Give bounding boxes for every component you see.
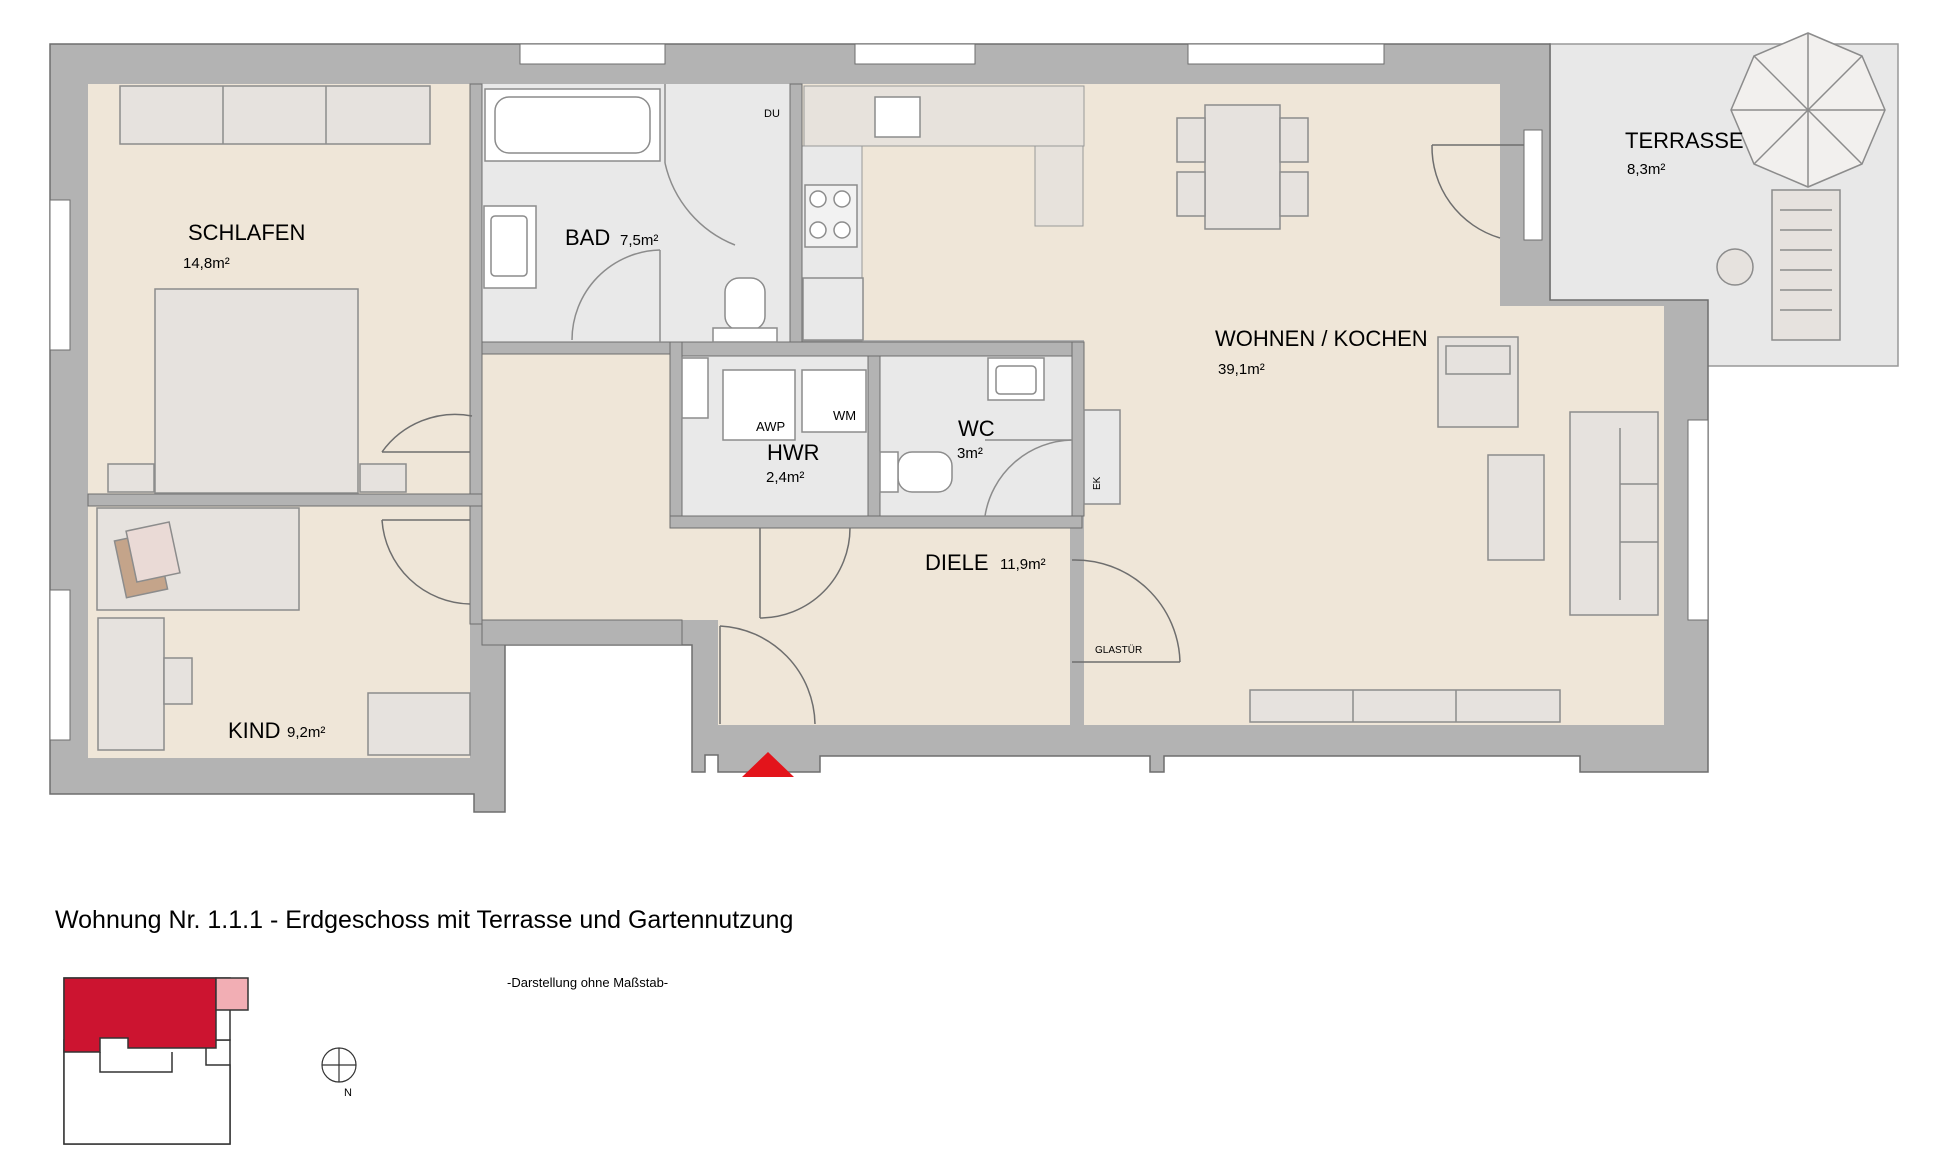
keyplan-terrace [215, 977, 249, 1011]
bed [154, 288, 359, 494]
du-label: DU [764, 108, 780, 120]
wohnen-floor [802, 84, 1664, 725]
wc-fixtures [879, 357, 1121, 517]
interior-walls [87, 83, 1085, 646]
bad-fixtures [483, 84, 778, 343]
wardrobe [119, 85, 431, 145]
kitchen-counter [803, 85, 1085, 147]
hwr-label: HWR [767, 440, 820, 465]
side-table [1716, 248, 1754, 286]
sideboard [1249, 689, 1561, 723]
diele-area: 11,9m² [1000, 556, 1046, 573]
diele-label: DIELE [925, 550, 989, 575]
deck-chair [1771, 189, 1841, 341]
sink [874, 96, 921, 138]
nightstand-left [107, 463, 155, 493]
schlafen-furniture [107, 85, 431, 494]
pillow-front [125, 521, 181, 583]
bad-area: 7,5m² [620, 232, 658, 249]
glastuer-label: GLASTÜR [1095, 644, 1142, 656]
kind-label: KIND [228, 718, 281, 743]
kitchen-fixtures [802, 96, 921, 341]
desk [97, 617, 165, 751]
bad-label: BAD [565, 225, 610, 250]
wc-toilet [897, 451, 953, 493]
hwr-fixtures [681, 357, 867, 441]
kind-furniture [96, 507, 471, 756]
terrasse-label: TERRASSE [1625, 128, 1744, 153]
dining-table [1204, 104, 1281, 230]
dresser [367, 692, 471, 756]
ek-label: EK [1092, 476, 1103, 490]
entry-marker [742, 752, 794, 777]
room-labels: SCHLAFEN 14,8m² BAD 7,5m² DU WOHNEN / KO… [183, 108, 1744, 743]
wm-label: WM [833, 408, 856, 423]
key-plan [63, 977, 249, 1145]
toilet [724, 277, 766, 331]
wohnen-label: WOHNEN / KOCHEN [1215, 326, 1428, 351]
kitchen-island [1034, 145, 1084, 227]
awp-label: AWP [756, 419, 785, 434]
diele-floor [482, 352, 1070, 725]
terrace-furniture [1716, 32, 1886, 341]
kind-area: 9,2m² [287, 724, 325, 741]
keyplan-unit [63, 977, 217, 1053]
schlafen-label: SCHLAFEN [188, 220, 305, 245]
heat-pump [722, 369, 796, 441]
wohnen-area: 39,1m² [1218, 361, 1265, 378]
plan-caption: Wohnung Nr. 1.1.1 - Erdgeschoss mit Terr… [55, 906, 794, 934]
door-swings [381, 144, 1524, 725]
wc-label: WC [958, 416, 995, 441]
ek-cabinet [1083, 409, 1121, 505]
windows [49, 43, 1709, 741]
hwr-area: 2,4m² [766, 469, 804, 486]
terrasse-area: 8,3m² [1627, 161, 1665, 178]
sofa [1569, 411, 1659, 616]
schlafen-area: 14,8m² [183, 255, 230, 272]
washing-machine [801, 369, 867, 433]
desk-chair [163, 657, 193, 705]
coffee-table [1487, 454, 1545, 561]
shelf [681, 357, 709, 419]
scale-note: -Darstellung ohne Maßstab- [507, 975, 669, 990]
fridge [802, 277, 864, 341]
north-label: N [344, 1087, 352, 1099]
wohnen-furniture [1176, 104, 1659, 723]
north-arrow-icon: N [321, 1047, 357, 1099]
nightstand-right [359, 463, 407, 493]
wc-area: 3m² [957, 445, 983, 462]
